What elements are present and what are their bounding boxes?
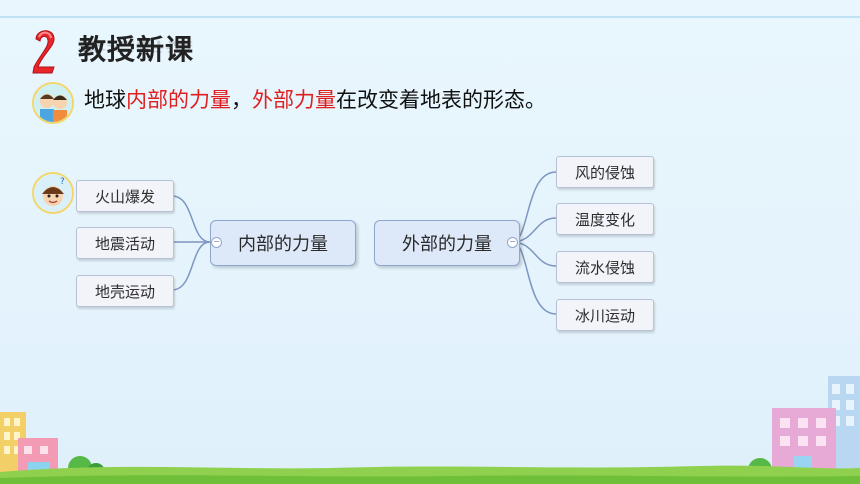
collapse-internal-icon[interactable]: − <box>211 237 222 248</box>
mindmap-node-external-force[interactable]: 外部的力量 <box>374 220 520 266</box>
mindmap-node-volcano[interactable]: 火山爆发 <box>76 180 174 212</box>
mindmap-node-glacier-movement[interactable]: 冰川运动 <box>556 299 654 331</box>
lesson-statement: 地球内部的力量，外部力量在改变着地表的形态。 <box>84 84 546 114</box>
mindmap-node-water-erosion[interactable]: 流水侵蚀 <box>556 251 654 283</box>
statement-highlight-internal: 内部的力量 <box>126 88 231 112</box>
mindmap-node-wind-erosion[interactable]: 风的侵蚀 <box>556 156 654 188</box>
link-internal-crust <box>171 241 211 291</box>
kids-avatar-icon <box>32 82 74 124</box>
thinking-kid-icon: ? <box>32 172 74 214</box>
mindmap-node-earthquake[interactable]: 地震活动 <box>76 227 174 259</box>
collapse-external-icon[interactable]: − <box>507 237 518 248</box>
number-two-icon <box>32 30 55 74</box>
header-divider <box>0 16 860 18</box>
statement-part-1: 地球 <box>84 88 126 112</box>
svg-text:?: ? <box>60 177 65 187</box>
link-internal-volcano <box>171 195 211 243</box>
statement-part-5: 在改变着地表的形态。 <box>336 88 546 112</box>
mindmap-node-crust-movement[interactable]: 地壳运动 <box>76 275 174 307</box>
mindmap-node-internal-force[interactable]: 内部的力量 <box>210 220 356 266</box>
mindmap-node-temperature-change[interactable]: 温度变化 <box>556 203 654 235</box>
statement-highlight-external: 外部力量 <box>252 88 336 112</box>
section-title: 教授新课 <box>78 33 195 66</box>
statement-part-3: ， <box>231 88 252 112</box>
